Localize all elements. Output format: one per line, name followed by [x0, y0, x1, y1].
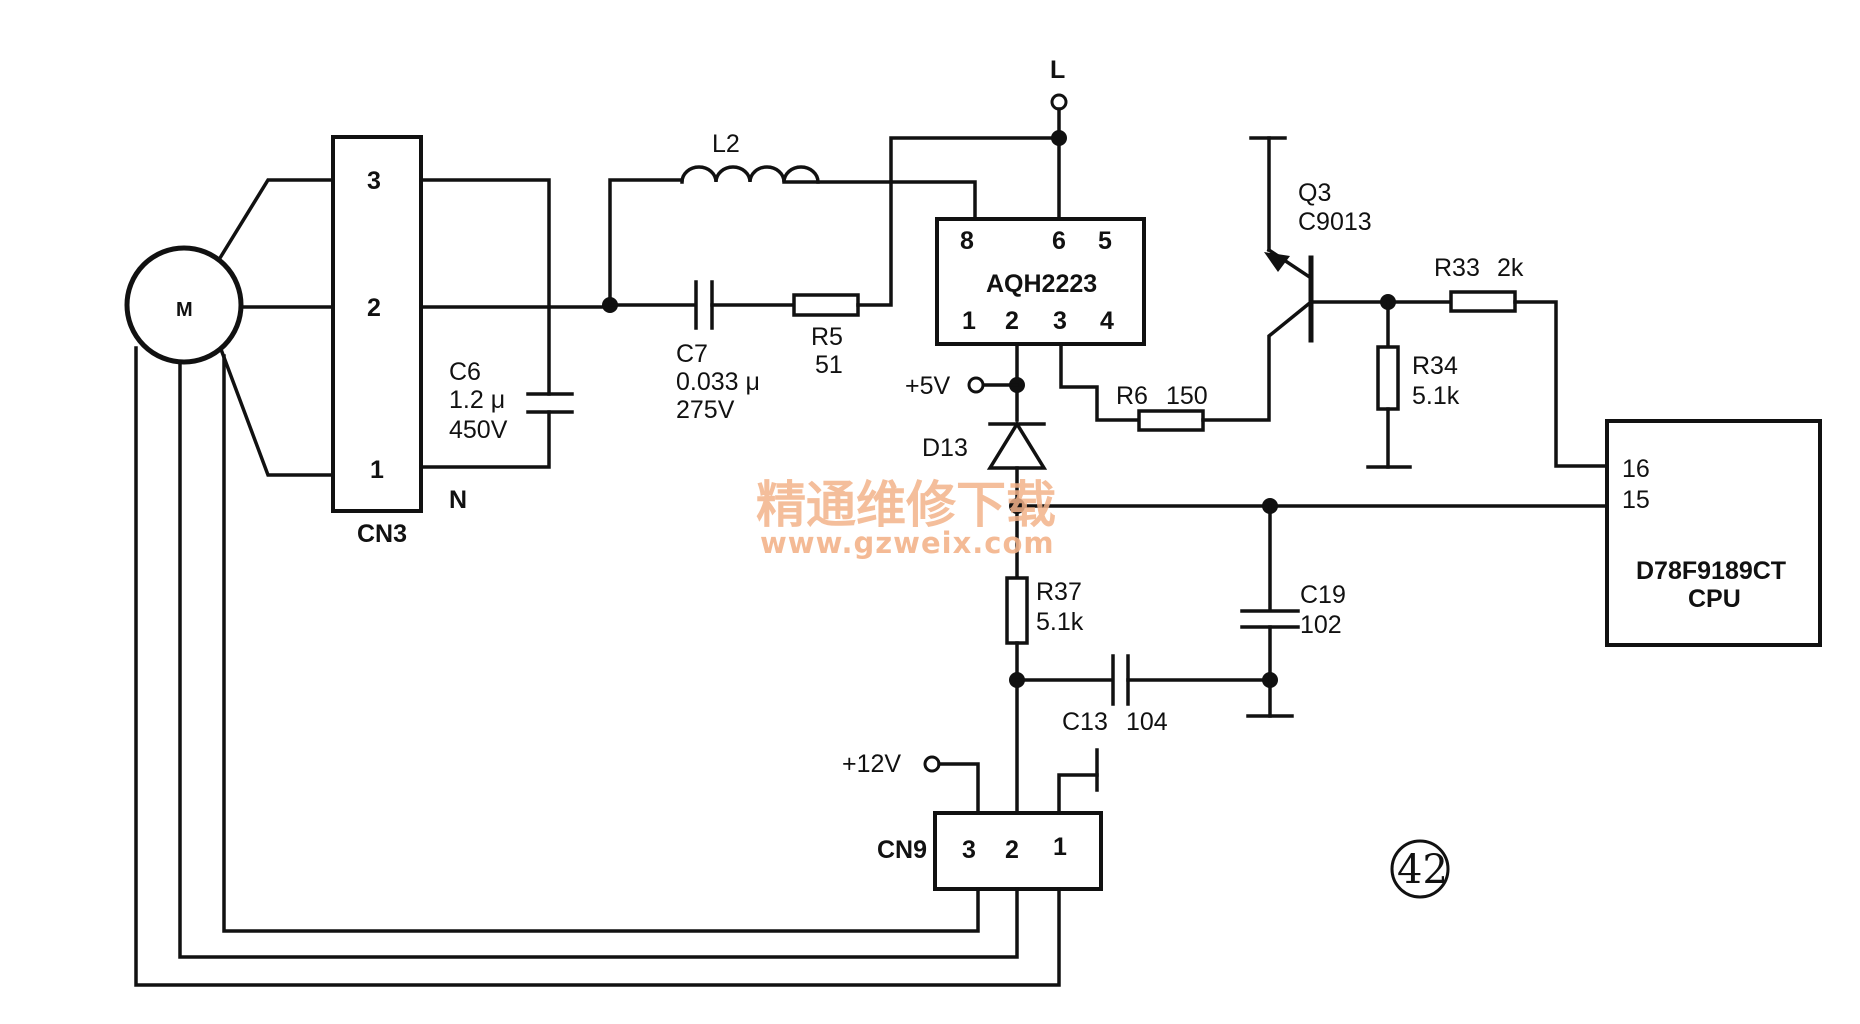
ic-name: AQH2223	[986, 270, 1097, 298]
c6-capacitor: C6 1.2 μ 450V	[449, 358, 574, 444]
r34-name: R34	[1412, 352, 1458, 380]
line-terminal-label: L	[1050, 56, 1065, 84]
motor-label: M	[176, 299, 193, 321]
c7-value: 0.033 μ	[676, 368, 760, 396]
ic-pin-8: 8	[960, 227, 974, 255]
return-wire-2	[178, 360, 1019, 959]
r5-to-l	[856, 136, 1061, 307]
c7-name: C7	[676, 340, 708, 368]
d13-diode: D13	[922, 420, 1048, 508]
cpu-pin-16: 16	[1622, 455, 1650, 483]
cn3-label: CN3	[357, 520, 407, 548]
cpu-label: CPU	[1688, 585, 1741, 613]
c13-value: 104	[1126, 708, 1168, 736]
figure-number: 42	[1390, 839, 1450, 899]
r6-resistor: R6 150	[1116, 382, 1208, 432]
ic-pin-5: 5	[1098, 227, 1112, 255]
cn9-pin-2: 2	[1005, 836, 1019, 864]
motor-lead-1	[219, 349, 337, 477]
l2-branch	[608, 178, 684, 307]
r33-resistor: R33 2k	[1434, 254, 1524, 313]
c6-value: 1.2 μ	[449, 386, 505, 414]
cpu-chip: 16 15 D78F9189CT CPU	[1605, 419, 1822, 647]
ic-pin-3: 3	[1053, 307, 1067, 335]
c7-capacitor: C7 0.033 μ 275V	[676, 280, 760, 424]
aqh2223-ic: 8 6 5 AQH2223 1 2 3 4	[935, 217, 1146, 346]
r6-value: 150	[1166, 382, 1208, 410]
cn3-pin-2: 2	[367, 294, 381, 322]
q3-name: Q3	[1298, 179, 1331, 207]
r37-resistor: R37 5.1k	[1005, 576, 1084, 645]
ic-pin-6: 6	[1052, 227, 1066, 255]
d13-name: D13	[922, 434, 968, 462]
cn3-pin3-wire	[419, 178, 551, 396]
ic-pin-1: 1	[962, 307, 976, 335]
l2-to-ic-pin8	[782, 180, 977, 221]
ic-pin3-to-r6	[1059, 342, 1141, 422]
motor: M	[124, 245, 244, 365]
cn9-label: CN9	[877, 836, 927, 864]
watermark-url: www.gzweix.com	[760, 526, 1055, 560]
r34-resistor: R34 5.1k	[1376, 345, 1460, 411]
v5-label: +5V	[905, 372, 951, 400]
cn3-pin-3: 3	[367, 167, 381, 195]
r6-to-q3	[1201, 299, 1314, 422]
c6-voltage: 450V	[449, 416, 508, 444]
cn9-pin-3: 3	[962, 836, 976, 864]
c19-value: 102	[1300, 611, 1342, 639]
l2-name: L2	[712, 130, 740, 158]
cpu-model: D78F9189CT	[1636, 557, 1786, 585]
c13-name: C13	[1062, 708, 1108, 736]
r33-to-cpu16	[1513, 300, 1609, 468]
c6-name: C6	[449, 358, 481, 386]
r6-name: R6	[1116, 382, 1148, 410]
r5-name: R5	[811, 323, 843, 351]
cn9-connector: 3 2 1 CN9	[877, 811, 1103, 891]
return-wire-1	[222, 354, 980, 933]
c7-voltage: 275V	[676, 396, 735, 424]
r33-value: 2k	[1497, 254, 1524, 282]
line-terminal: L	[1050, 56, 1068, 221]
l2-inductor	[680, 165, 820, 184]
watermark-text: 精通维修下载	[756, 475, 1056, 534]
v12-label: +12V	[842, 750, 901, 778]
r33-name: R33	[1434, 254, 1480, 282]
r37-value: 5.1k	[1036, 608, 1084, 636]
cpu-pin-15: 15	[1622, 486, 1650, 514]
cn9-pin1-ground	[1057, 773, 1099, 815]
c19-capacitor: C19 102	[1240, 581, 1346, 639]
q3-part: C9013	[1298, 208, 1372, 236]
ic-pin-4: 4	[1100, 307, 1114, 335]
q3-transistor: Q3 C9013	[1249, 136, 1372, 343]
neutral-label: N	[449, 486, 467, 514]
cn3-pin1-wire	[419, 410, 551, 469]
cn9-pin-1: 1	[1053, 833, 1067, 861]
r37-name: R37	[1036, 578, 1082, 606]
v5-terminal	[967, 376, 985, 394]
r34-value: 5.1k	[1412, 382, 1460, 410]
motor-lead-3	[217, 178, 337, 261]
r5-value: 51	[815, 351, 843, 379]
figure-number-text: 42	[1397, 847, 1448, 893]
cn3-connector: 3 2 1 CN3	[331, 135, 423, 548]
v12-wire	[937, 762, 980, 815]
c19-name: C19	[1300, 581, 1346, 609]
r5-resistor: R5 51	[792, 293, 860, 379]
c13-capacitor: C13 104	[1062, 654, 1168, 736]
ic-pin-2: 2	[1005, 307, 1019, 335]
v12-terminal	[923, 755, 941, 773]
return-wire-3	[134, 346, 1061, 987]
cn3-pin-1: 1	[370, 456, 384, 484]
